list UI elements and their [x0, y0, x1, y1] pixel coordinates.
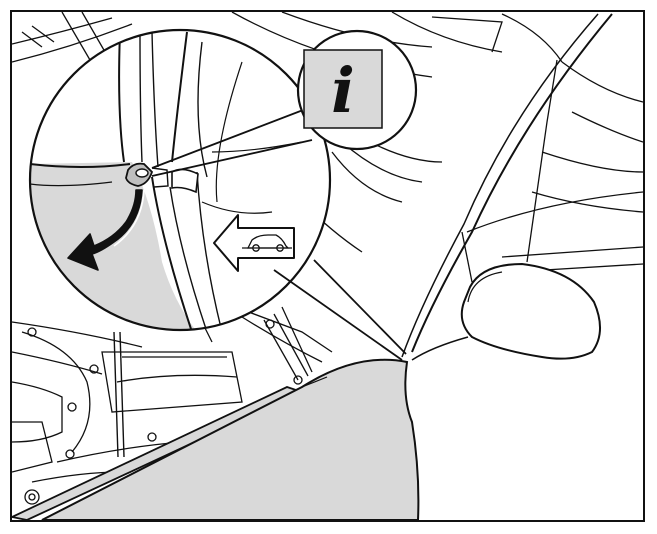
- curved-arrow-icon: [67, 189, 145, 271]
- hood-release-illustration: i: [12, 12, 643, 520]
- magnified-detail-circle: [28, 28, 332, 332]
- car-direction-icon: [213, 214, 295, 272]
- car-body-background: [12, 12, 643, 505]
- diagram-frame: i: [10, 10, 645, 522]
- front-fender-panel: [41, 358, 420, 520]
- info-letter: i: [331, 54, 355, 127]
- info-icon: i: [331, 54, 355, 127]
- info-badge: i: [296, 29, 418, 151]
- side-mirror: [411, 262, 601, 361]
- callout-pointer-lines: [151, 101, 407, 361]
